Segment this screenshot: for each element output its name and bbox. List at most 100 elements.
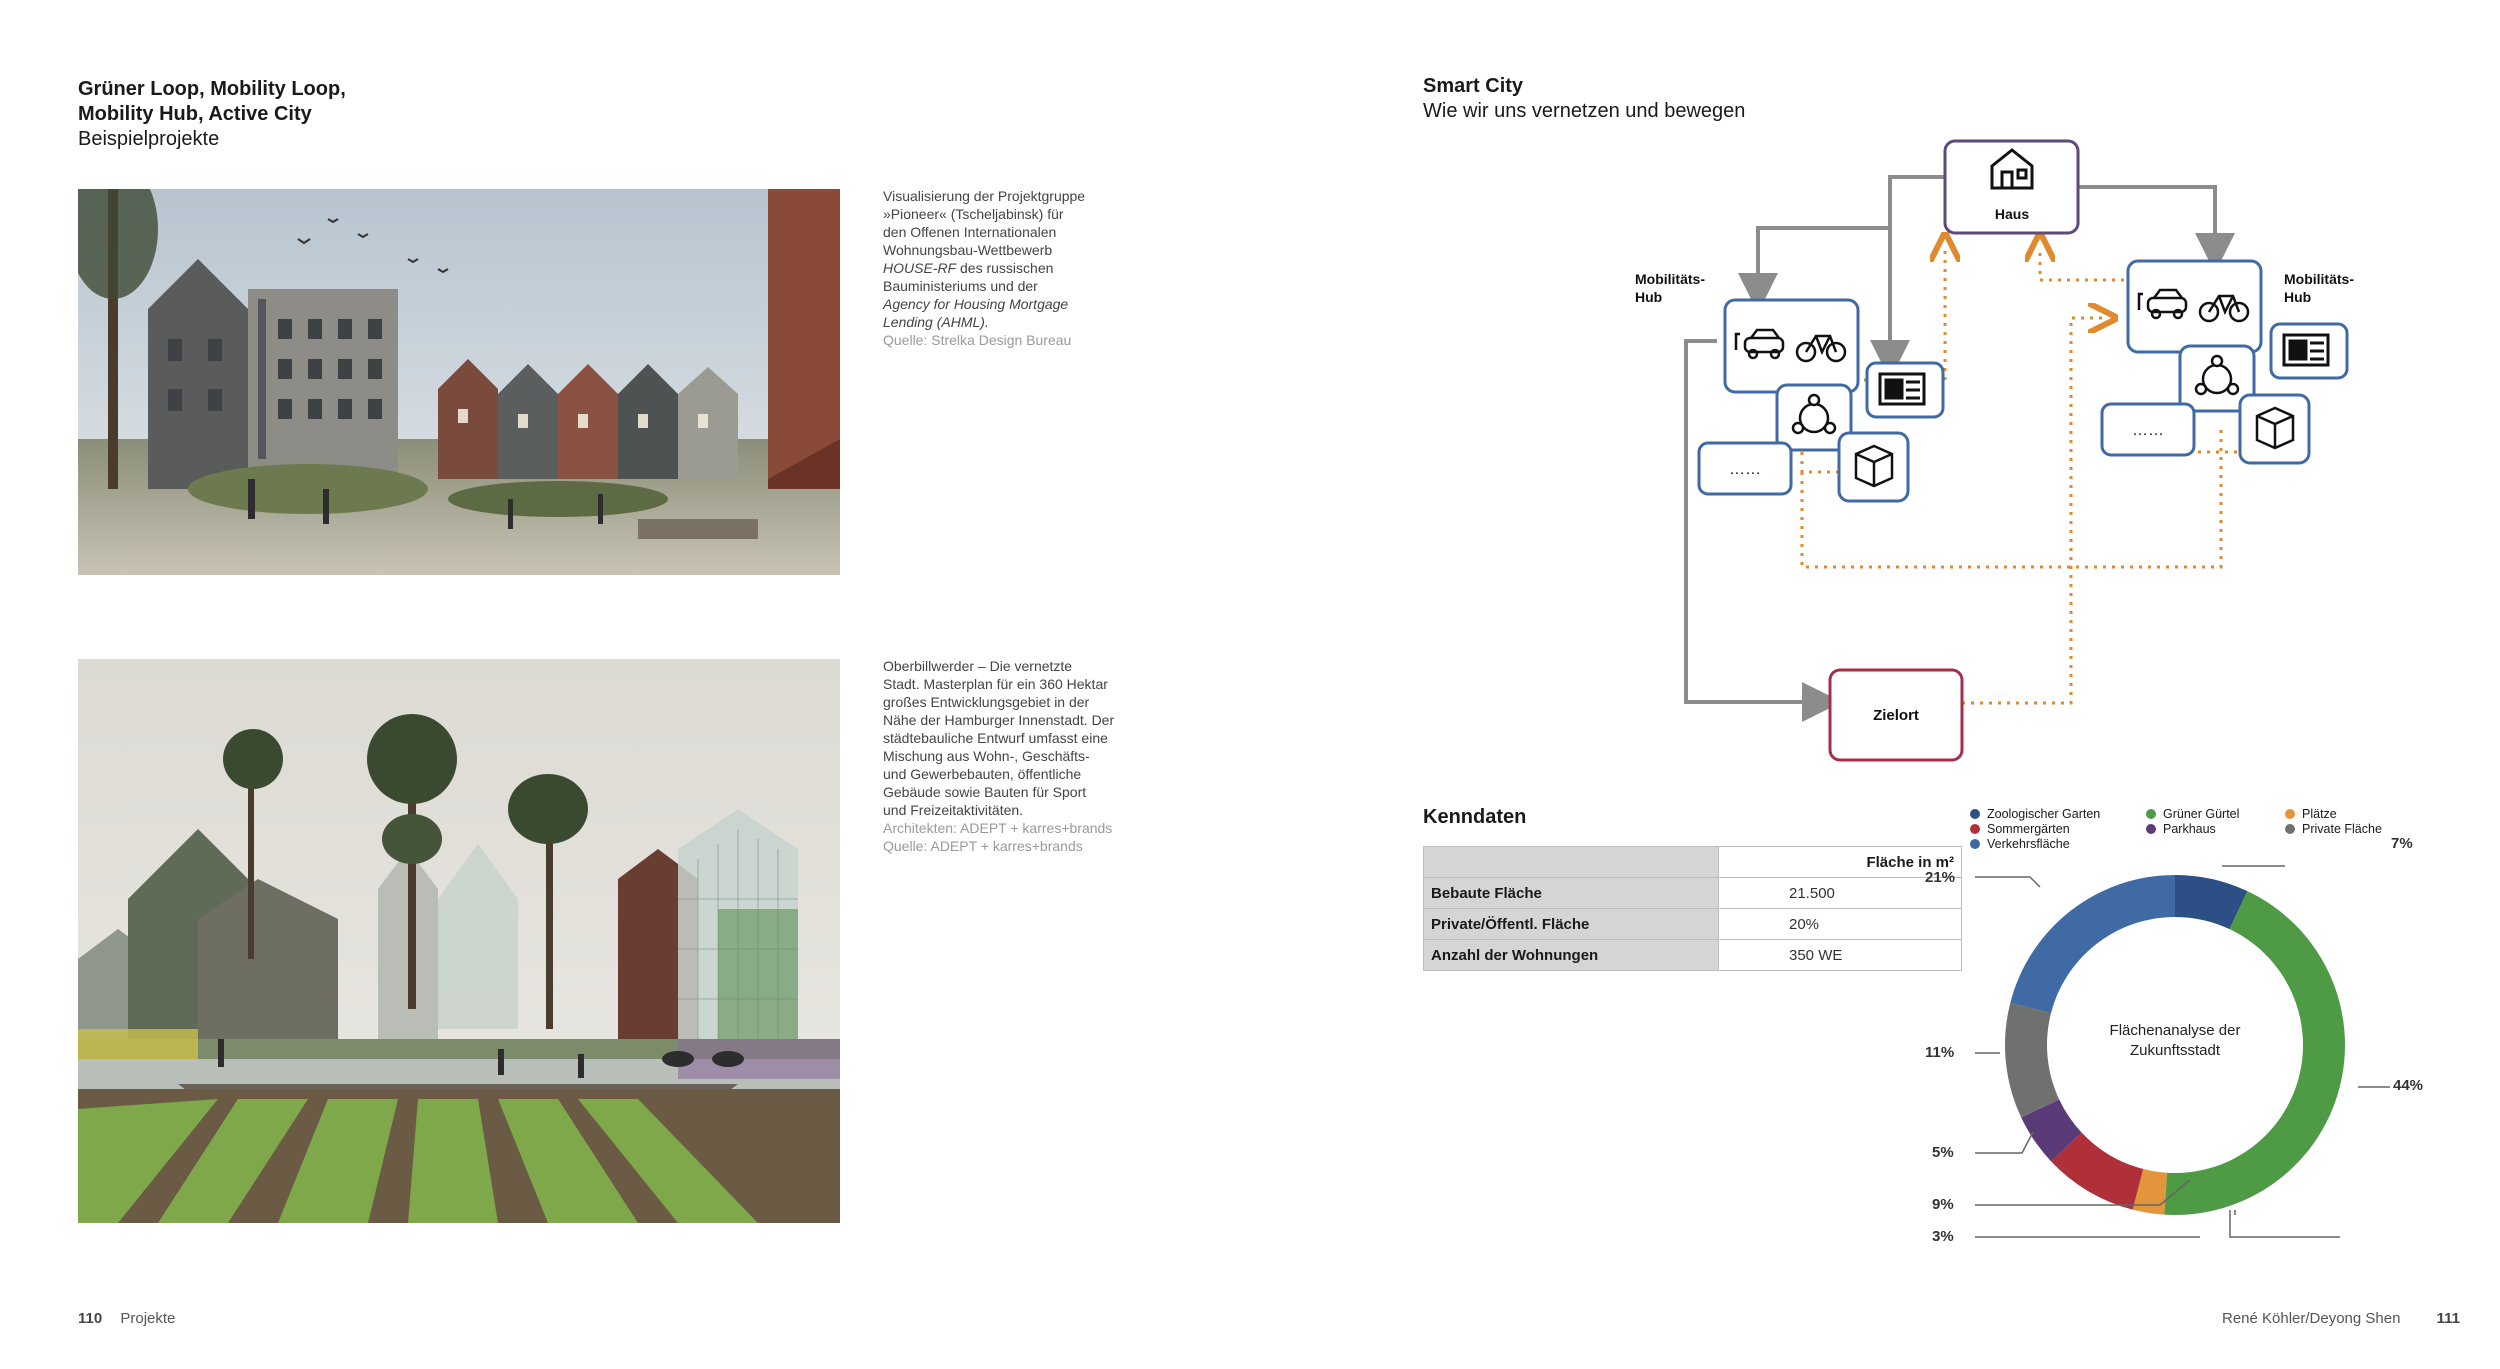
table-row: Bebaute Fläche 21.500 [1423, 877, 1962, 909]
arrow-hub-left-to-hub-right [1800, 428, 2223, 569]
legend-swatch [1970, 839, 1980, 849]
hub-left-media-box [1865, 361, 1945, 419]
row-label: Bebaute Fläche [1423, 877, 1719, 909]
smart-city-diagram: Haus Mobilitäts- Hub Mobilitäts- Hub …… … [1635, 139, 2354, 762]
caption-line: und Gewerbebauten, öffentliche [883, 766, 1082, 782]
car-charging-icon [2137, 288, 2188, 320]
slice-label-parkhaus: 5% [1932, 1144, 1954, 1161]
row-value: 20% [1718, 908, 1962, 940]
caption-line: Stadt. Masterplan für ein 360 Hektar [883, 676, 1108, 692]
table-header-empty [1423, 846, 1719, 878]
legend-item: Sommergärten [1970, 822, 2070, 836]
car-charging-icon [1734, 328, 1785, 360]
kenndaten-title: Kenndaten [1423, 806, 1527, 828]
donut-slice-sommerg-rten [2051, 1132, 2144, 1210]
arrow-hub-right-to-haus [2040, 247, 2160, 282]
leader-line [2229, 1210, 2340, 1238]
caption-line: und Freizeitaktivitäten. [883, 802, 1024, 818]
table-header-row: Fläche in m² [1423, 846, 1962, 878]
arrow-zielort-to-hub-right [1962, 318, 2103, 705]
zielort-label: Zielort [1873, 707, 1919, 724]
caption-line: Nähe der Hamburger Innenstadt. Der [883, 712, 1115, 728]
caption-line: Mischung aus Wohn-, Geschäfts- [883, 748, 1090, 764]
caption-text: des russischen [956, 260, 1054, 276]
caption-line: großes Entwicklungsgebiet in der [883, 694, 1090, 710]
caption-italic: Agency for Housing Mortgage [883, 296, 1069, 312]
legend-swatch [2285, 809, 2295, 819]
caption-line: Visualisierung der Projektgruppe [883, 188, 1086, 204]
pioneer-rendering-image [78, 189, 840, 575]
caption-line: Oberbillwerder – Die vernetzte [883, 658, 1073, 674]
right-footer: René Köhler/Deyong Shen 111 [2180, 1310, 2460, 1327]
caption-line: den Offenen Internationalen [883, 224, 1057, 240]
authors: René Köhler/Deyong Shen [2221, 1310, 2401, 1327]
bicycle-icon [2198, 294, 2250, 323]
table-row: Private/Öffentl. Fläche 20% [1423, 908, 1962, 940]
section-name: Projekte [120, 1310, 176, 1327]
legend-item: Parkhaus [2146, 822, 2216, 836]
parcel-box-icon [2255, 406, 2295, 450]
oberbillwerder-rendering-image [78, 659, 840, 1223]
hub-left-more-box [1697, 441, 1793, 496]
leader-line [1975, 1179, 2191, 1206]
donut-center-label-line2: Zukunftsstadt [2130, 1042, 2221, 1059]
legend-label: Plätze [2302, 807, 2337, 821]
legend-label: Grüner Gürtel [2163, 807, 2240, 821]
hub-left-label-line2: Hub [1635, 289, 1662, 305]
donut-slice-zoologischer-garten [2175, 875, 2248, 930]
legend-swatch [1970, 809, 1980, 819]
row-value: 350 WE [1718, 939, 1962, 971]
page-number: 110 [78, 1310, 103, 1327]
hub-right-label-line1: Mobilitäts- [2284, 271, 2354, 287]
caption-line: Wohnungsbau-Wettbewerb [883, 242, 1053, 258]
left-subtitle: Beispielprojekte [78, 128, 220, 150]
legend-label: Private Fläche [2302, 822, 2382, 836]
haus-label: Haus [1995, 206, 2029, 222]
caption-line: Agency for Housing Mortgage [883, 295, 1163, 313]
donut-center-label-line1: Flächenanalyse der [2110, 1022, 2241, 1039]
page-number: 111 [2436, 1310, 2460, 1327]
arrow-hub-to-zielort [1684, 339, 1842, 722]
left-title-line2: Mobility Hub, Active City [78, 103, 312, 125]
caption-oberbillwerder: Oberbillwerder – Die vernetzte Stadt. Ma… [883, 657, 1173, 855]
legend-swatch [2146, 824, 2156, 834]
right-subtitle: Wie wir uns vernetzen und bewegen [1423, 100, 1746, 122]
donut-chart: Flächenanalyse der Zukunftsstadt [1975, 865, 2390, 1238]
legend-label: Parkhaus [2163, 822, 2216, 836]
caption-italic: HOUSE-RF [883, 260, 957, 276]
slice-label-sommergaerten: 9% [1932, 1196, 1954, 1213]
kenndaten-table: Fläche in m² Bebaute Fläche 21.500 Priva… [1423, 846, 1962, 971]
arrow-haus-to-hub-left [1738, 226, 1890, 313]
bicycle-icon [1795, 334, 1847, 363]
table-header-area: Fläche in m² [1718, 846, 1962, 878]
caption-line: städtebauliche Entwurf umfasst eine [883, 730, 1108, 746]
legend-item: Plätze [2285, 807, 2337, 821]
hub-right-more-box [2100, 402, 2196, 457]
legend-label: Zoologischer Garten [1987, 807, 2101, 821]
slice-label-gruener-guertel: 44% [2393, 1077, 2424, 1094]
hub-left-more-dots: …… [1729, 461, 1761, 478]
donut-slice-pl-tze [2132, 1168, 2167, 1215]
arrow-haus-to-hub-right [2079, 185, 2235, 273]
newspaper-icon [1878, 372, 1926, 406]
left-title-line1: Grüner Loop, Mobility Loop, [78, 78, 346, 100]
legend-swatch [1970, 824, 1980, 834]
row-label: Private/Öffentl. Fläche [1423, 908, 1719, 940]
newspaper-icon [2282, 333, 2330, 367]
row-value: 21.500 [1718, 877, 1962, 909]
caption-line: »Pioneer« (Tscheljabinsk) für [883, 206, 1064, 222]
hub-left-label-line1: Mobilitäts- [1635, 271, 1705, 287]
parcel-box-icon [1854, 444, 1894, 488]
hub-right-label-line2: Hub [2284, 289, 2311, 305]
sharing-network-icon [2194, 354, 2240, 396]
grey-connectors [1684, 175, 2235, 722]
caption-source: Quelle: ADEPT + karres+brands [883, 838, 1083, 854]
caption-source: Quelle: Strelka Design Bureau [883, 332, 1072, 348]
leader-line [1975, 876, 2041, 888]
donut-slice-parkhaus [2021, 1099, 2082, 1162]
row-label: Anzahl der Wohnungen [1423, 939, 1719, 971]
caption-line: HOUSE-RF des russischen [883, 259, 1163, 277]
hub-right-more-dots: …… [2132, 422, 2164, 439]
legend-label: Verkehrsfläche [1987, 837, 2070, 851]
donut-slice-private-fl-che [2005, 1002, 2060, 1118]
